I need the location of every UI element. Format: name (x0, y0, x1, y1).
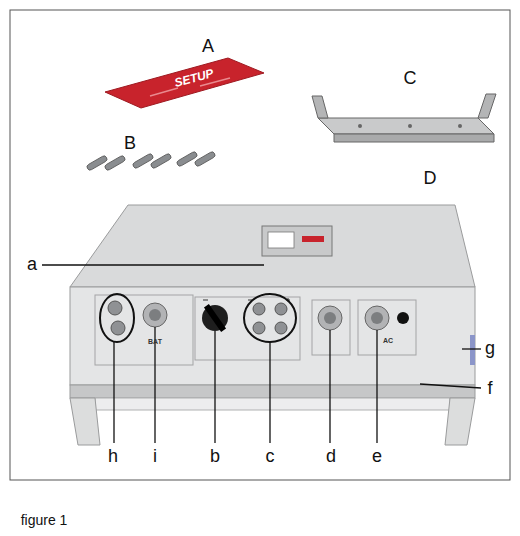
plug (104, 155, 126, 171)
callout-letter: g (485, 339, 495, 357)
setup-sheet (105, 58, 264, 108)
plug (176, 151, 198, 167)
panel-section (312, 300, 350, 355)
leader-line (113, 342, 114, 443)
switch-handle (204, 304, 226, 332)
sheet-title: SETUP (173, 67, 215, 89)
leader-line (420, 384, 481, 388)
side-vent (470, 335, 475, 365)
bracket-flange (478, 94, 496, 118)
bracket-edge (334, 134, 494, 142)
cable-gland (318, 306, 342, 330)
plug (150, 153, 172, 169)
panel-section (95, 295, 193, 365)
battery-terminal (108, 301, 122, 315)
callout-letter: b (210, 447, 220, 465)
callout-letter: i (153, 447, 157, 465)
figure-frame (10, 10, 510, 480)
display-screen (268, 232, 294, 248)
display-panel (262, 226, 332, 256)
inverter-base (70, 385, 475, 398)
port-label: AC (383, 337, 393, 344)
mounting-bracket (312, 94, 496, 142)
leader-line (214, 331, 215, 443)
indicator-port (397, 312, 409, 324)
bracket-hole (458, 124, 462, 128)
leader-line (42, 264, 264, 265)
callout-letter: c (266, 447, 275, 465)
pv-connector (275, 303, 287, 315)
bracket-hole (408, 124, 412, 128)
panel-section (358, 300, 416, 355)
sheet-print (150, 88, 178, 96)
part-letter: B (124, 134, 136, 152)
leader-line (462, 348, 481, 349)
part-letter: A (202, 37, 214, 55)
connector-plugs (86, 151, 216, 171)
inverter-top (70, 205, 475, 287)
leader-line (329, 330, 330, 443)
plug (194, 151, 216, 167)
callout-letter: h (108, 447, 118, 465)
inverter-plate (95, 398, 450, 410)
display-logo (302, 236, 324, 242)
callout-letter: f (487, 379, 492, 397)
inverter (70, 205, 475, 445)
gland-core (324, 312, 336, 324)
inverter-leg (70, 398, 100, 445)
part-letter: D (424, 169, 437, 187)
pv-connector (275, 322, 287, 334)
minus-sign (203, 300, 208, 301)
leader-line (269, 342, 270, 443)
port-label: BAT (148, 338, 162, 345)
plug (132, 153, 154, 169)
pv-connector (253, 303, 265, 315)
bracket-hole (358, 124, 362, 128)
bracket-plate (318, 118, 494, 134)
battery-terminal (111, 321, 125, 335)
cable-gland (365, 306, 389, 330)
callout-circle (100, 294, 134, 342)
callout-letter: e (372, 447, 382, 465)
bracket-flange (312, 96, 328, 118)
callout-circle (244, 294, 296, 342)
leader-lines (42, 265, 481, 443)
cable-gland (143, 303, 167, 327)
callout-letter: a (27, 255, 37, 273)
part-letter: C (404, 69, 417, 87)
gland-core (149, 309, 161, 321)
leader-line (376, 330, 377, 443)
inverter-front (70, 287, 475, 385)
figure-caption: figure 1 (21, 513, 68, 527)
plug (86, 155, 108, 171)
callout-letter: d (326, 447, 336, 465)
inverter-leg (445, 398, 475, 445)
gland-core (371, 312, 383, 324)
pv-connector (253, 322, 265, 334)
